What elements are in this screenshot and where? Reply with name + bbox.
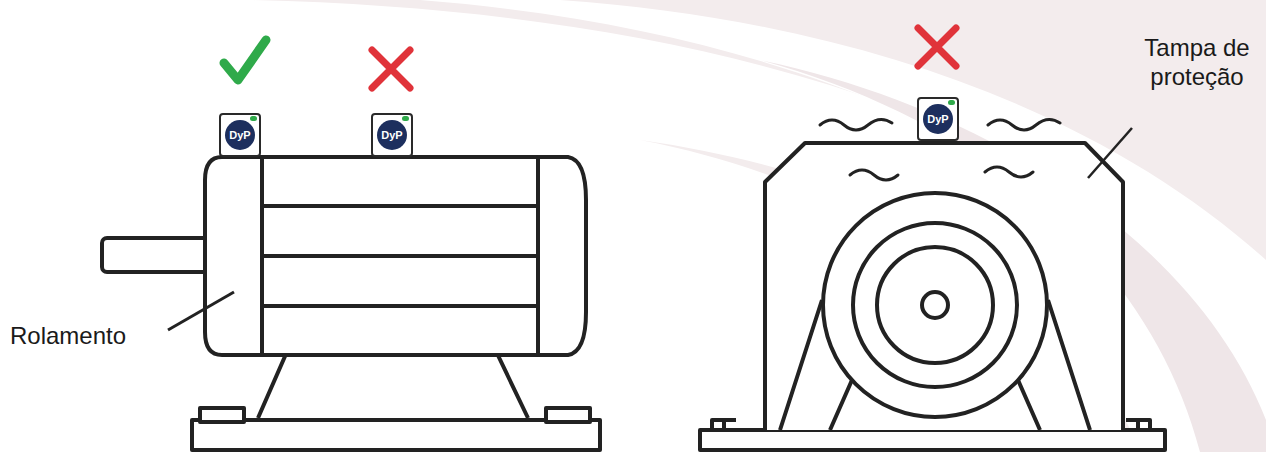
- status-led: [402, 116, 409, 121]
- cross-mark: [372, 28, 956, 88]
- sensor-logo: DyP: [923, 104, 953, 134]
- sensor-box: DyP: [371, 113, 413, 157]
- leader-line: [1088, 128, 1132, 178]
- check-mark: [224, 40, 266, 80]
- pillow-block: [700, 143, 1165, 450]
- sensor-logo: DyP: [225, 120, 255, 150]
- sensor-logo: DyP: [377, 120, 407, 150]
- motor: [102, 157, 600, 450]
- bg-swoosh: [640, 140, 1140, 452]
- part-label: Tampa de proteção: [1133, 34, 1261, 92]
- bg-swoosh: [760, 60, 1266, 452]
- status-led: [250, 116, 257, 121]
- part-label: Rolamento: [10, 322, 160, 351]
- sensor-box: DyP: [917, 97, 959, 141]
- status-led: [948, 100, 955, 105]
- leader-line: [168, 292, 234, 330]
- sensor-box: DyP: [219, 113, 261, 157]
